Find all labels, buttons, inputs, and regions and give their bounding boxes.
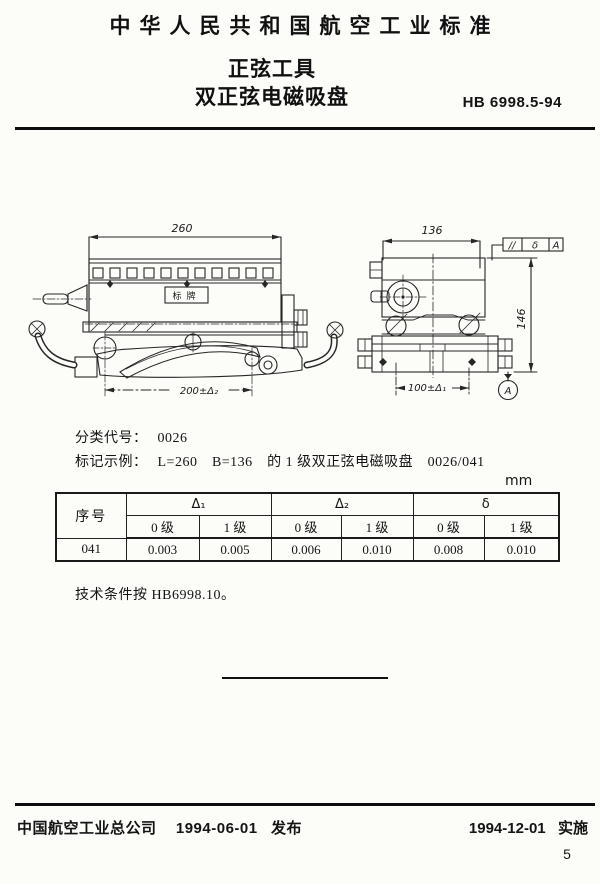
document-title: 正弦工具 双正弦电磁吸盘 bbox=[0, 56, 544, 112]
title-line-1: 正弦工具 bbox=[228, 58, 316, 81]
side-view-length-dimension: 260 bbox=[172, 222, 193, 235]
tolerance-frame: // δ A bbox=[491, 237, 564, 261]
end-view-height-dimension: 146 bbox=[515, 309, 528, 330]
release-date: 1994-06-01 bbox=[175, 820, 258, 837]
column-group-delta1: Δ₁ bbox=[125, 492, 272, 516]
technical-conditions-note: 技术条件按 HB6998.10。 bbox=[75, 588, 236, 603]
header-rule bbox=[15, 127, 595, 130]
standard-code: HB 6998.5-94 bbox=[462, 94, 562, 111]
cell-value: 0.005 bbox=[198, 537, 272, 562]
parallelism-symbol: // bbox=[508, 241, 517, 252]
tolerance-table: 序号 Δ₁ Δ₂ δ 0 级 1 级 0 级 1 级 0 级 1 级 041 0… bbox=[55, 492, 561, 562]
cell-value: 0.003 bbox=[125, 537, 200, 562]
side-view-handles bbox=[28, 320, 344, 369]
column-group-delta: δ bbox=[412, 492, 560, 516]
issuing-organization: 中国航空工业总公司 bbox=[17, 820, 157, 837]
column-header-serial: 序号 bbox=[55, 492, 127, 539]
table-group-header-row: 序号 Δ₁ Δ₂ δ bbox=[55, 492, 560, 539]
unit-label: mm bbox=[505, 473, 533, 489]
tolerance-datum-ref: A bbox=[552, 241, 560, 252]
end-view-knob bbox=[370, 274, 427, 320]
footer-implement-info: 1994-12-01 实施 bbox=[340, 817, 588, 838]
sine-rollers bbox=[92, 331, 278, 397]
release-label: 发布 bbox=[270, 820, 302, 837]
classification-line: 分类代号： 0026 bbox=[75, 427, 188, 447]
footer-release-info: 中国航空工业总公司 1994-06-01 发布 bbox=[17, 817, 302, 838]
column-group-delta2: Δ₂ bbox=[270, 492, 414, 516]
title-line-2: 双正弦电磁吸盘 bbox=[195, 86, 349, 109]
nameplate-label: 标牌 bbox=[172, 290, 200, 301]
classification-code: 0026 bbox=[157, 431, 188, 446]
footer-rule bbox=[15, 803, 595, 806]
end-view-width-dimension: 136 bbox=[422, 224, 443, 237]
table-grade-header-row: 0 级 1 级 0 级 1 级 0 级 1 级 bbox=[56, 515, 560, 539]
marking-example-line: 标记示例： L=260 B=136 的 1 级双正弦电磁吸盘 0026/041 bbox=[75, 451, 485, 471]
datum-label: A bbox=[504, 386, 512, 397]
side-view-knob bbox=[32, 284, 92, 312]
cell-serial: 041 bbox=[55, 537, 127, 562]
chuck-slot-strip bbox=[92, 267, 274, 288]
grade-header: 1 级 bbox=[198, 515, 272, 539]
grade-header: 1 级 bbox=[483, 515, 560, 539]
side-view-span-dimension: 200±Δ₂ bbox=[180, 386, 218, 397]
marking-example-text: L=260 B=136 的 1 级双正弦电磁吸盘 0026/041 bbox=[157, 455, 485, 470]
end-view-span-dimension: 100±Δ₁ bbox=[408, 383, 446, 394]
cell-value: 0.010 bbox=[340, 537, 414, 562]
tolerance-value: δ bbox=[532, 241, 538, 252]
end-view-base bbox=[357, 335, 513, 373]
cell-value: 0.008 bbox=[412, 537, 485, 562]
side-view-drawing: 标牌 bbox=[28, 222, 344, 397]
cell-value: 0.010 bbox=[483, 537, 560, 562]
end-view-rollers bbox=[381, 312, 486, 337]
datum-symbol: A bbox=[497, 371, 519, 401]
end-of-text-rule bbox=[222, 677, 388, 679]
side-view-terminal-block bbox=[281, 294, 308, 349]
grade-header: 0 级 bbox=[125, 515, 200, 539]
page-number: 5 bbox=[563, 846, 571, 862]
end-view-drawing: 136 // δ A bbox=[357, 224, 564, 401]
grade-header: 1 级 bbox=[340, 515, 414, 539]
standard-name-title: 中华人民共和国航空工业标准 bbox=[109, 15, 500, 38]
technical-drawings: 标牌 bbox=[28, 222, 564, 401]
implement-date: 1994-12-01 bbox=[468, 820, 546, 837]
grade-header: 0 级 bbox=[270, 515, 342, 539]
cell-value: 0.006 bbox=[270, 537, 342, 562]
grade-header: 0 级 bbox=[412, 515, 485, 539]
marking-example-label: 标记示例： bbox=[75, 455, 148, 470]
nameplate-box bbox=[164, 286, 209, 304]
side-view-base bbox=[74, 341, 303, 379]
classification-label: 分类代号： bbox=[75, 431, 148, 446]
table-row: 041 0.003 0.005 0.006 0.010 0.008 0.010 bbox=[55, 537, 560, 562]
implement-label: 实施 bbox=[557, 820, 588, 837]
